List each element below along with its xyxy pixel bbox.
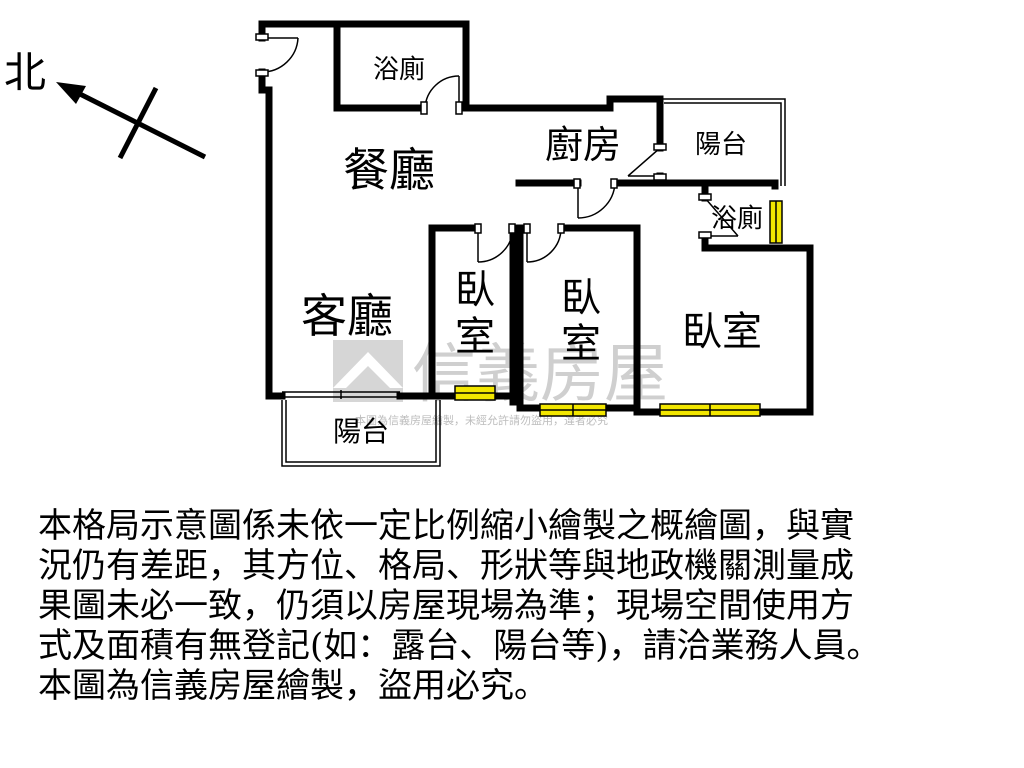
north-label: 北 <box>4 48 46 97</box>
disclaimer-line: 果圖未必一致，仍須以房屋現場為準；現場空間使用方 <box>38 586 854 626</box>
disclaimer-line: 本圖為信義房屋繪製，盜用必究。 <box>38 666 548 706</box>
balcony-outlines <box>281 98 786 467</box>
room-labels: 浴廁 餐廳 廚房 陽台 浴廁 客廳 臥 室 臥 室 臥室 陽台 <box>301 55 763 448</box>
disclaimer-line: 本格局示意圖係未依一定比例縮小繪製之概繪圖，與實 <box>38 506 854 546</box>
disclaimer-text: 本格局示意圖係未依一定比例縮小繪製之概繪圖，與實 況仍有差距，其方位、格局、形狀… <box>38 506 1008 706</box>
sliding-door-balcony <box>282 390 400 399</box>
room-label-balcony-2: 陽台 <box>333 415 389 448</box>
door-hinges <box>255 33 712 239</box>
room-label-bathroom-1: 浴廁 <box>373 55 425 85</box>
room-label-dining: 餐廳 <box>343 143 435 197</box>
room-label-bedroom-1-line2: 室 <box>455 314 495 360</box>
watermark: 信義房屋 本圖為信義房屋繪製，未經允許請勿盜用，違者必究 <box>333 338 668 427</box>
room-label-bedroom-3: 臥室 <box>682 309 762 355</box>
room-label-bedroom-2-line2: 室 <box>561 321 601 367</box>
disclaimer-line: 式及面積有無登記(如：露台、陽台等)，請洽業務人員。 <box>38 626 881 666</box>
floor-plan: 北 信義房屋 本圖為信義房屋繪製，未經允許請勿盜用，違者必究 <box>4 20 814 467</box>
disclaimer-line: 況仍有差距，其方位、格局、形狀等與地政機關測量成 <box>38 546 854 586</box>
room-label-kitchen: 廚房 <box>545 123 621 167</box>
room-label-bedroom-2-line1: 臥 <box>561 275 601 321</box>
watermark-logo-roof <box>333 352 403 388</box>
room-label-bedroom-1-line1: 臥 <box>455 267 495 313</box>
north-arrow-head <box>56 82 86 104</box>
room-label-bathroom-2: 浴廁 <box>711 204 763 234</box>
room-label-balcony-1: 陽台 <box>695 130 747 160</box>
watermark-brand: 信義房屋 <box>412 338 668 412</box>
compass: 北 <box>4 48 207 160</box>
compass-crossbar <box>117 86 159 160</box>
room-label-living: 客廳 <box>301 289 393 343</box>
